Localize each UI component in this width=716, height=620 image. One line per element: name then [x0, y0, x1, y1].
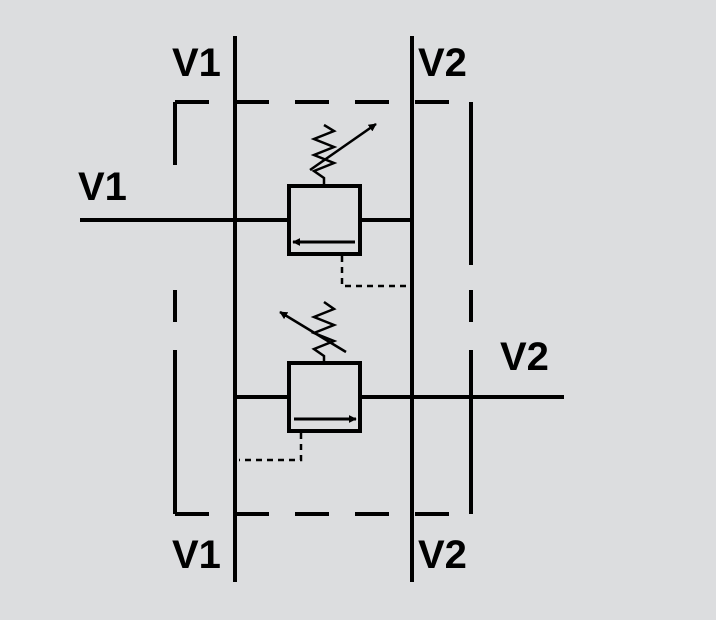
relief-valve-bottom — [235, 300, 564, 462]
adjustable-spring-icon — [310, 123, 338, 186]
label-side-v2: V2 — [500, 335, 549, 379]
pilot-line — [239, 433, 303, 462]
relief-valve-top — [80, 122, 412, 288]
label-top-v1: V1 — [172, 41, 221, 85]
pilot-line — [340, 256, 408, 288]
label-side-v1: V1 — [78, 165, 127, 209]
label-bottom-v1: V1 — [172, 533, 221, 577]
dashed-enclosure — [173, 100, 473, 516]
label-top-v2: V2 — [418, 41, 467, 85]
label-bottom-v2: V2 — [418, 533, 467, 577]
adjustable-spring-icon — [310, 300, 338, 363]
